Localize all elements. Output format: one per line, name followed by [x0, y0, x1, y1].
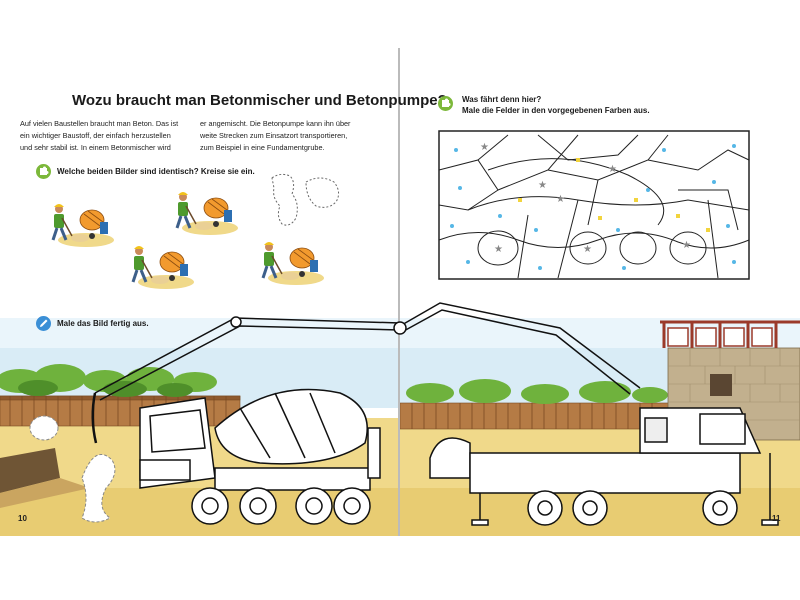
mixer-truck — [139, 388, 381, 525]
task-color-label-1: Was fährt denn hier? — [462, 95, 542, 104]
intro-text-left-3: und sehr stabil ist. In einem Betonmisch… — [20, 143, 171, 152]
star-marks: ★ ★ ★ ★ ★ ★ ★ — [480, 142, 691, 255]
svg-text:★: ★ — [538, 180, 547, 191]
task-color-label-2: Male die Felder in den vorgegebenen Farb… — [462, 106, 650, 115]
worker-illustrations — [51, 173, 340, 291]
pencil-icon — [36, 316, 51, 331]
svg-text:★: ★ — [608, 164, 617, 175]
truck-line-art — [91, 302, 779, 526]
intro-text-right-3: zum Beispiel in eine Fundamentgrube. — [200, 143, 325, 152]
page-number-left: 10 — [18, 514, 27, 523]
svg-text:★: ★ — [583, 244, 592, 255]
puzzle-icon — [438, 96, 453, 111]
color-puzzle[interactable]: ★ ★ ★ ★ ★ ★ ★ — [438, 130, 750, 280]
pump-truck — [429, 407, 779, 526]
task-draw-label: Male das Bild fertig aus. — [57, 319, 149, 328]
puzzle-icon — [36, 164, 51, 179]
svg-text:★: ★ — [556, 194, 565, 205]
intro-text-right-2: weite Strecken zum Einsatzort transporti… — [200, 131, 348, 140]
intro-text-left-2: ein wichtiger Baustoff, der einfach herz… — [20, 131, 171, 140]
blue-dot-marks — [450, 144, 736, 270]
svg-text:★: ★ — [682, 240, 691, 251]
svg-text:★: ★ — [494, 244, 503, 255]
yellow-square-marks — [518, 158, 710, 232]
book-spread: Wozu braucht man Betonmischer und Betonp… — [0, 48, 800, 536]
intro-text-right-1: er angemischt. Die Betonpumpe kann ihn ü… — [200, 119, 351, 128]
task-identical-label: Welche beiden Bilder sind identisch? Kre… — [57, 167, 255, 176]
page-number-right: 11 — [772, 514, 781, 523]
svg-text:★: ★ — [480, 142, 489, 153]
intro-text-left-1: Auf vielen Baustellen braucht man Beton.… — [20, 119, 179, 128]
